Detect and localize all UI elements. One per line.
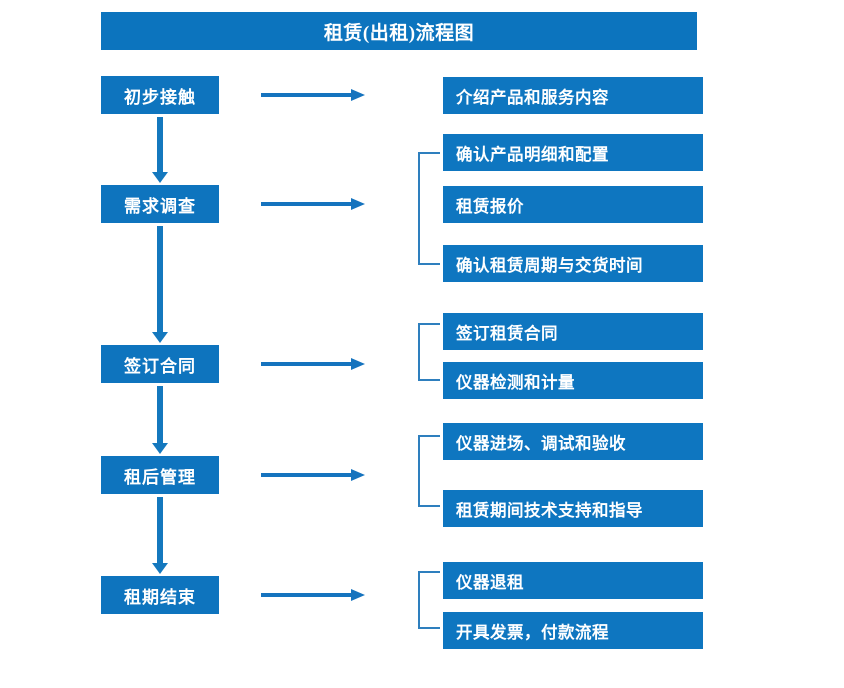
stage-box-5[interactable]: 租期结束 — [101, 576, 219, 614]
stage-box-3[interactable]: 签订合同 — [101, 345, 219, 383]
detail-box-8[interactable]: 租赁期间技术支持和指导 — [443, 490, 703, 527]
right-arrow-stage-5 — [261, 588, 365, 602]
detail-box-2[interactable]: 确认产品明细和配置 — [443, 134, 703, 171]
detail-box-5[interactable]: 签订租赁合同 — [443, 313, 703, 350]
right-arrow-stage-2 — [261, 197, 365, 211]
group-bracket-post-rental — [418, 435, 440, 507]
stage-box-1[interactable]: 初步接触 — [101, 76, 219, 114]
group-bracket-requirements — [418, 152, 440, 265]
down-arrow-3-to-4 — [152, 386, 168, 454]
right-arrow-stage-1 — [261, 88, 365, 102]
detail-box-1[interactable]: 介绍产品和服务内容 — [443, 77, 703, 114]
detail-box-10[interactable]: 开具发票，付款流程 — [443, 612, 703, 649]
detail-box-6[interactable]: 仪器检测和计量 — [443, 362, 703, 399]
detail-box-4[interactable]: 确认租赁周期与交货时间 — [443, 245, 703, 282]
detail-box-9[interactable]: 仪器退租 — [443, 562, 703, 599]
stage-box-4[interactable]: 租后管理 — [101, 456, 219, 494]
down-arrow-2-to-3 — [152, 226, 168, 343]
down-arrow-4-to-5 — [152, 497, 168, 574]
detail-box-7[interactable]: 仪器进场、调试和验收 — [443, 423, 703, 460]
group-bracket-contract — [418, 323, 440, 381]
detail-box-3[interactable]: 租赁报价 — [443, 186, 703, 223]
diagram-title: 租赁(出租)流程图 — [101, 12, 697, 50]
down-arrow-1-to-2 — [152, 117, 168, 183]
right-arrow-stage-4 — [261, 468, 365, 482]
stage-box-2[interactable]: 需求调查 — [101, 185, 219, 223]
right-arrow-stage-3 — [261, 357, 365, 371]
group-bracket-end-of-term — [418, 571, 440, 629]
